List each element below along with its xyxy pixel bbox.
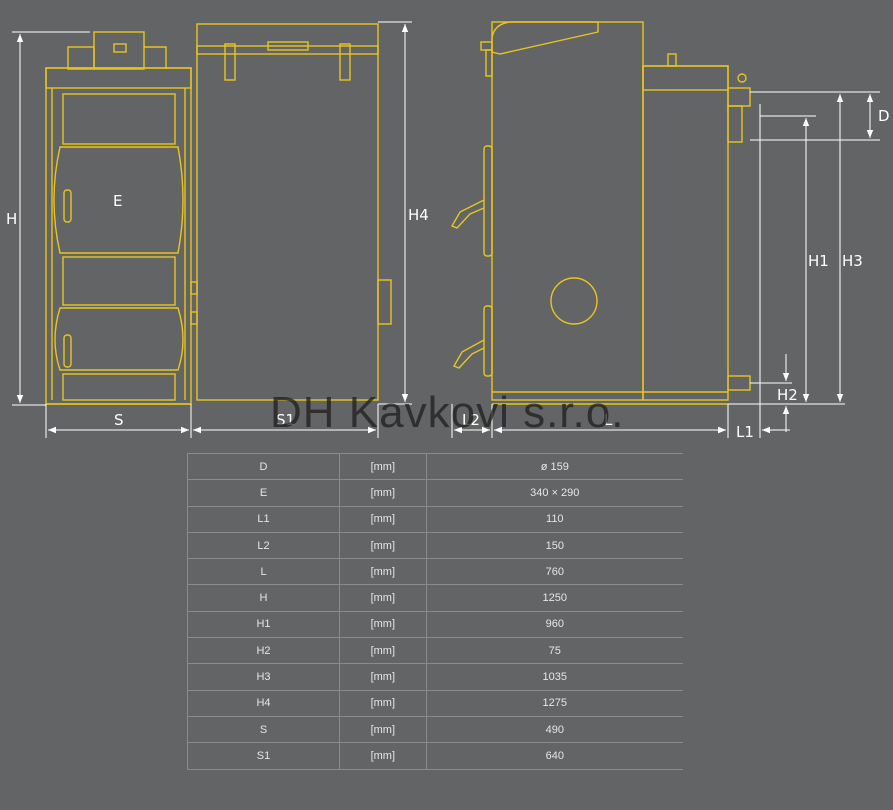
dimension-cell: E	[186, 479, 341, 507]
table-row: E[mm]340 × 290	[186, 479, 683, 507]
dimension-cell: D	[186, 452, 341, 481]
dimension-cell: L2	[186, 532, 341, 560]
table-row: H2[mm]75	[186, 637, 683, 665]
watermark: DH Kavkovi s.r.o.	[270, 388, 625, 437]
table-row: H4[mm]1275	[186, 690, 683, 717]
dimension-cell: S1	[186, 742, 341, 770]
value-cell: 960	[426, 611, 683, 639]
value-cell: 340 × 290	[426, 479, 683, 507]
front-view	[45, 31, 192, 405]
unit-cell: [mm]	[339, 532, 427, 560]
value-cell: 1250	[426, 584, 683, 612]
value-cell: 75	[426, 637, 683, 665]
label-h2: H2	[777, 386, 798, 404]
unit-cell: [mm]	[339, 663, 427, 691]
value-cell: 640	[426, 742, 683, 770]
unit-cell: [mm]	[339, 637, 427, 665]
table-row: H1[mm]960	[186, 611, 683, 639]
label-h: H	[6, 210, 17, 228]
side-view	[190, 23, 392, 401]
value-cell: 110	[426, 506, 683, 533]
unit-cell: [mm]	[339, 558, 427, 586]
boiler-technical-drawing: H E S S1 H4 L2 L L1 D H1 H3 H2	[6, 21, 890, 441]
label-l: L	[604, 411, 613, 429]
label-l2: L2	[462, 411, 480, 429]
table-row: L2[mm]150	[186, 532, 683, 560]
dimension-cell: H	[186, 584, 341, 612]
dimension-cell: L	[186, 558, 341, 586]
label-d: D	[878, 107, 890, 125]
label-h3: H3	[842, 252, 863, 270]
dimension-labels: H E S S1 H4 L2 L L1 D H1 H3 H2	[6, 107, 890, 441]
value-cell: 150	[426, 532, 683, 560]
dimension-cell: L1	[186, 506, 341, 533]
table-row: H3[mm]1035	[186, 663, 683, 691]
unit-cell: [mm]	[339, 716, 427, 744]
label-h4: H4	[408, 206, 429, 224]
unit-cell: [mm]	[339, 506, 427, 533]
label-s1: S1	[276, 411, 295, 429]
label-h1: H1	[808, 252, 829, 270]
table-row: D[mm]ø 159	[186, 452, 683, 481]
table-row: H[mm]1250	[186, 584, 683, 612]
unit-cell: [mm]	[339, 690, 427, 717]
value-cell: 760	[426, 558, 683, 586]
unit-cell: [mm]	[339, 611, 427, 639]
table-row: L[mm]760	[186, 558, 683, 586]
value-cell: 1035	[426, 663, 683, 691]
profile-view	[450, 21, 751, 405]
value-cell: 1275	[426, 690, 683, 717]
unit-cell: [mm]	[339, 479, 427, 507]
dimension-cell: H4	[186, 690, 341, 717]
value-cell: ø 159	[426, 452, 683, 481]
dimension-lines	[12, 21, 880, 438]
dimension-cell: H3	[186, 663, 341, 691]
table-row: S1[mm]640	[186, 742, 683, 770]
unit-cell: [mm]	[339, 584, 427, 612]
label-s: S	[114, 411, 124, 429]
label-l1: L1	[736, 423, 754, 441]
table-row: S[mm]490	[186, 716, 683, 744]
unit-cell: [mm]	[339, 742, 427, 770]
dimension-cell: H2	[186, 637, 341, 665]
unit-cell: [mm]	[339, 452, 427, 481]
table-row: L1[mm]110	[186, 506, 683, 533]
dimension-cell: H1	[186, 611, 341, 639]
value-cell: 490	[426, 716, 683, 744]
dimension-cell: S	[186, 716, 341, 744]
label-e: E	[113, 192, 122, 210]
